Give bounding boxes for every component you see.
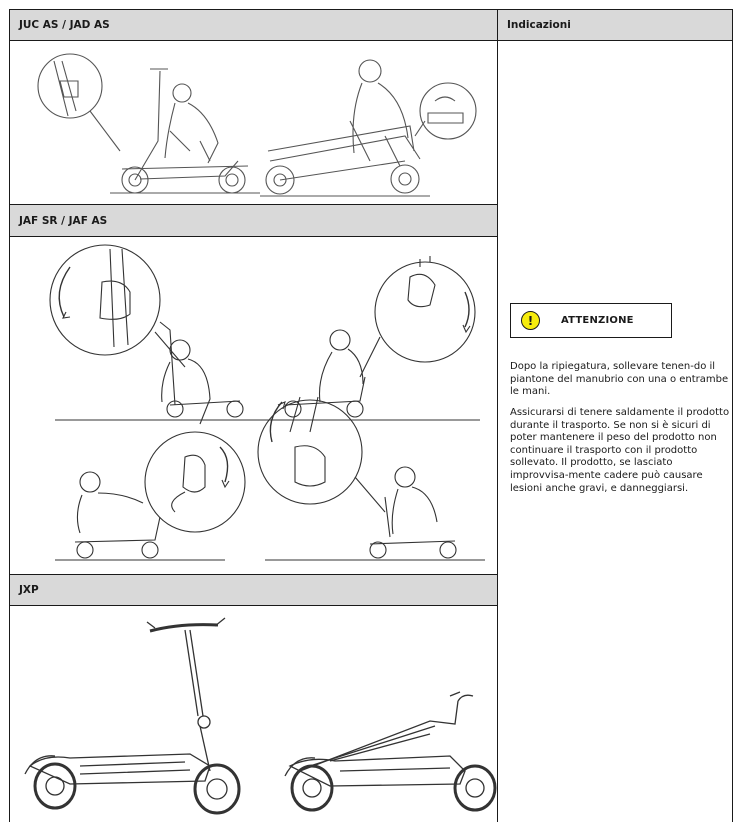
section-header-label: JAF SR / JAF AS bbox=[19, 215, 107, 227]
scooter-carry-illustration bbox=[10, 41, 497, 204]
jxp-scooter-illustration bbox=[10, 606, 497, 822]
notes-header: Indicazioni bbox=[498, 10, 733, 41]
scooter-fold-illustration bbox=[10, 237, 497, 574]
section-header-jxp: JXP bbox=[10, 575, 498, 606]
illustration-jxp bbox=[10, 606, 498, 822]
section-header-jaf: JAF SR / JAF AS bbox=[10, 205, 498, 237]
section-header-label: JUC AS / JAD AS bbox=[19, 19, 110, 31]
illustration-jaf bbox=[10, 237, 498, 575]
section-header-label: JXP bbox=[19, 584, 39, 596]
notes-header-label: Indicazioni bbox=[507, 19, 571, 31]
warning-box: ! ATTENZIONE bbox=[510, 303, 672, 338]
illustration-juc-jad bbox=[10, 41, 498, 205]
warning-label: ATTENZIONE bbox=[561, 315, 634, 326]
note-paragraph-2: Assicurarsi di tenere saldamente il prod… bbox=[510, 407, 732, 495]
exclamation-icon: ! bbox=[521, 311, 540, 330]
note-paragraph-1: Dopo la ripiegatura, sollevare tenen-do … bbox=[510, 361, 732, 399]
section-header-juc-jad: JUC AS / JAD AS bbox=[10, 10, 498, 41]
